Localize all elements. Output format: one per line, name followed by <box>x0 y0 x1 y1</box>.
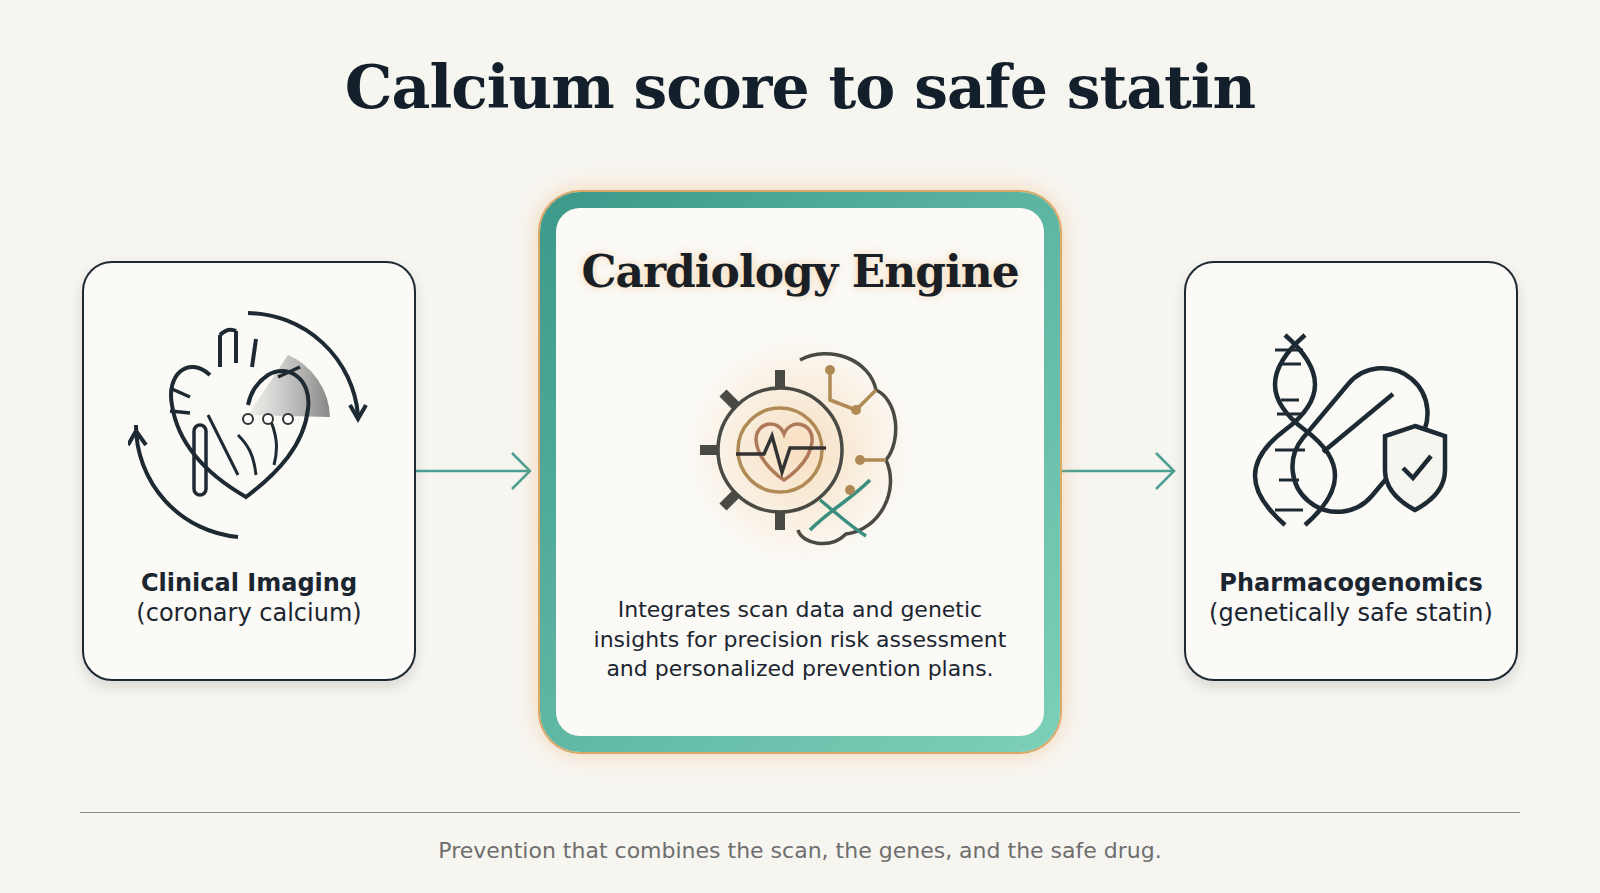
node-subtext: (genetically safe statin) <box>1196 599 1506 627</box>
divider-line <box>80 812 1520 813</box>
flow-arrow <box>416 453 530 489</box>
engine-box: Cardiology EngineIntegrates scan data an… <box>540 192 1060 752</box>
process-box: Clinical Imaging(coronary calcium) <box>82 261 416 681</box>
node-subtext: (coronary calcium) <box>94 599 404 627</box>
node-heading: Pharmacogenomics <box>1196 569 1506 597</box>
node-heading: Clinical Imaging <box>94 569 404 597</box>
diagram-caption: Prevention that combines the scan, the g… <box>0 838 1600 863</box>
node-heading: Cardiology Engine <box>566 246 1034 297</box>
process-box: Pharmacogenomics(genetically safe statin… <box>1184 261 1518 681</box>
node-body: Integrates scan data and genetic insight… <box>580 595 1020 684</box>
diagram-title: Calcium score to safe statin <box>0 52 1600 122</box>
flow-arrow <box>1060 453 1174 489</box>
